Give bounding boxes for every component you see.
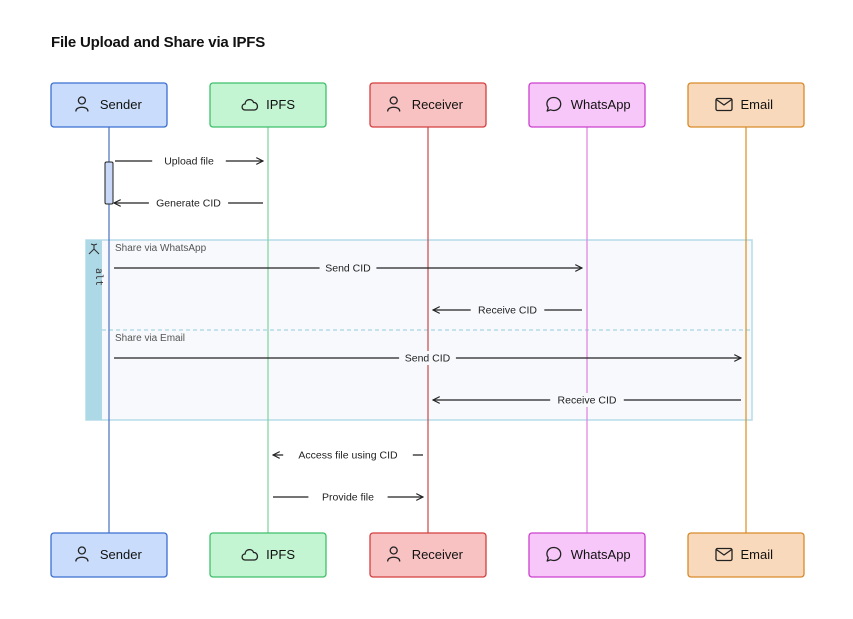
message-arrow: Access file using CID	[273, 448, 423, 462]
participant-ipfs-top: IPFS	[209, 82, 327, 128]
participant-label: Receiver	[412, 547, 464, 562]
message-arrow: Upload file	[115, 154, 263, 168]
message-label: Send CID	[405, 353, 451, 365]
cloud-icon	[241, 99, 259, 111]
alt-section-label: Share via WhatsApp	[115, 243, 207, 254]
activation-bar-sender	[104, 161, 114, 205]
participant-label: IPFS	[266, 97, 295, 112]
message-label: Receive CID	[478, 305, 537, 317]
message-arrow: Generate CID	[114, 196, 263, 210]
message-arrow: Send CID	[114, 261, 582, 275]
message-arrow: Receive CID	[433, 393, 741, 407]
user-icon	[75, 546, 89, 562]
participant-whatsapp-top: WhatsApp	[528, 82, 646, 128]
chat-icon	[546, 546, 562, 562]
message-label: Receive CID	[558, 395, 617, 407]
user-icon	[387, 96, 401, 112]
alt-keyword: alt	[93, 268, 104, 286]
participant-sender-top: Sender	[50, 82, 168, 128]
participant-label: IPFS	[266, 547, 295, 562]
chat-icon	[546, 96, 562, 112]
message-label: Generate CID	[156, 198, 221, 210]
participant-label: WhatsApp	[571, 97, 631, 112]
participant-label: Email	[741, 547, 774, 562]
message-label: Send CID	[325, 263, 371, 275]
alt-fragment-tag	[86, 240, 102, 420]
alt-section-label: Share via Email	[115, 333, 185, 344]
branch-icon	[88, 243, 100, 255]
message-arrow: Receive CID	[433, 303, 582, 317]
participant-email-bottom: Email	[687, 532, 805, 578]
participant-label: Receiver	[412, 97, 464, 112]
message-label: Upload file	[164, 156, 214, 168]
participant-sender-bottom: Sender	[50, 532, 168, 578]
participant-label: Sender	[100, 547, 143, 562]
mail-icon	[715, 547, 733, 562]
diagram-title: File Upload and Share via IPFS	[51, 34, 266, 51]
mail-icon	[715, 97, 733, 112]
participant-whatsapp-bottom: WhatsApp	[528, 532, 646, 578]
participant-ipfs-bottom: IPFS	[209, 532, 327, 578]
user-icon	[75, 96, 89, 112]
message-label: Access file using CID	[298, 450, 398, 462]
participant-email-top: Email	[687, 82, 805, 128]
message-arrow: Provide file	[273, 490, 423, 504]
message-arrow: Send CID	[114, 351, 741, 365]
participant-receiver-bottom: Receiver	[369, 532, 487, 578]
message-label: Provide file	[322, 492, 374, 504]
user-icon	[387, 546, 401, 562]
cloud-icon	[241, 549, 259, 561]
participant-receiver-top: Receiver	[369, 82, 487, 128]
participant-label: Sender	[100, 97, 143, 112]
participant-label: Email	[741, 97, 774, 112]
participant-label: WhatsApp	[571, 547, 631, 562]
